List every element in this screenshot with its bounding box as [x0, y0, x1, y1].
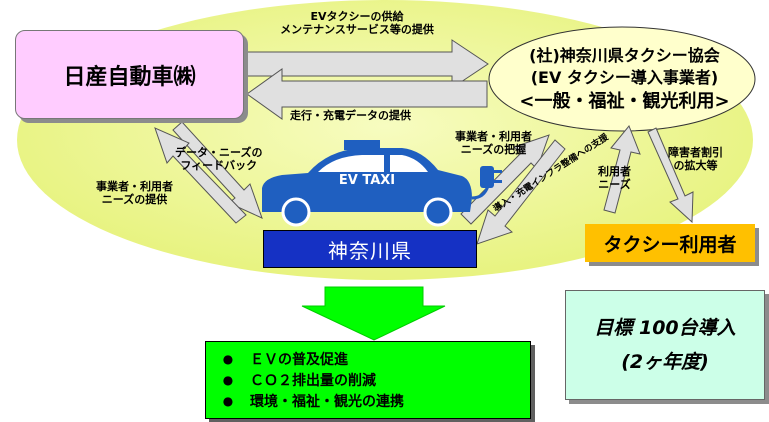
association-role: (EV タクシー導入事業者): [530, 67, 719, 87]
target-line1: 目標 100台導入: [594, 317, 736, 339]
needs-provide-label: 事業者・利用者 ニーズの提供: [96, 180, 173, 206]
needs-grasp-label-line1: 事業者・利用者: [455, 130, 532, 143]
ev-taxi-car-icon: [262, 140, 502, 227]
feedback-label-line2: フィードバック: [180, 159, 258, 172]
user-needs-label-line1: 利用者: [598, 165, 631, 178]
discount-label-line2: の拡大等: [673, 159, 718, 172]
result-box: ● ＥＶの普及促進 ● ＣＯ２排出量の削減 ● 環境・福祉・観光の連携: [205, 341, 531, 419]
association-usage: <一般・福祉・観光利用>: [519, 90, 730, 112]
feedback-label-line1: データ・ニーズの: [175, 146, 263, 159]
feedback-label: データ・ニーズの フィードバック: [175, 146, 262, 172]
bullet-icon: ●: [222, 394, 234, 408]
kanagawa-label: 神奈川県: [328, 238, 412, 263]
result-item: ● ＣＯ２排出量の削減: [206, 370, 530, 391]
supply-label-line1: EVタクシーの供給: [310, 10, 404, 23]
result-item-text: ＥＶの普及促進: [250, 352, 348, 368]
discount-label: 障害者割引 の拡大等: [668, 146, 723, 172]
supply-label-line2: メンテナンスサービス等の提供: [280, 23, 434, 36]
infra-support-arrow: [476, 139, 566, 245]
nissan-label: 日産自動車㈱: [63, 64, 196, 90]
discount-label-line1: 障害者割引: [668, 146, 723, 159]
taxi-user-label: タクシー利用者: [603, 233, 737, 256]
result-arrow: [301, 286, 446, 341]
association-name: (社)神奈川県タクシー協会: [529, 45, 720, 65]
data-arrow: [246, 68, 488, 120]
taxi-user-box: タクシー利用者: [585, 224, 755, 262]
bullet-icon: ●: [222, 352, 234, 366]
needs-provide-label-line1: 事業者・利用者: [96, 180, 173, 193]
needs-grasp-label-line2: ニーズの把握: [460, 143, 527, 156]
user-needs-arrow: [603, 125, 641, 214]
user-needs-label-line2: ニーズ: [598, 178, 631, 191]
needs-provide-label-line2: ニーズの提供: [101, 193, 168, 206]
nissan-box: 日産自動車㈱: [15, 30, 244, 119]
needs-grasp-label: 事業者・利用者 ニーズの把握: [455, 130, 532, 156]
needs-grasp-arrow: [460, 134, 550, 225]
result-item: ● 環境・福祉・観光の連携: [206, 391, 530, 412]
target-line2: (2ヶ年度): [621, 351, 709, 373]
taxi-roof-text: EV TAXI: [338, 173, 396, 188]
target-box: 目標 100台導入 (2ヶ年度): [565, 290, 765, 400]
discount-arrow: [647, 127, 694, 224]
needs-provide-arrow: [154, 127, 247, 224]
association-box: (社)神奈川県タクシー協会 (EV タクシー導入事業者) <一般・福祉・観光利用…: [492, 27, 757, 131]
driving-data-label: 走行・充電データの提供: [290, 109, 411, 122]
bullet-icon: ●: [222, 373, 234, 387]
result-item: ● ＥＶの普及促進: [206, 349, 530, 370]
association-ellipse: [488, 26, 756, 132]
result-item-text: ＣＯ２排出量の削減: [250, 373, 376, 389]
user-needs-label: 利用者 ニーズ: [598, 165, 631, 191]
result-item-text: 環境・福祉・観光の連携: [250, 394, 404, 410]
kanagawa-box: 神奈川県: [263, 230, 477, 268]
supply-label: EVタクシーの供給 メンテナンスサービス等の提供: [262, 10, 452, 36]
